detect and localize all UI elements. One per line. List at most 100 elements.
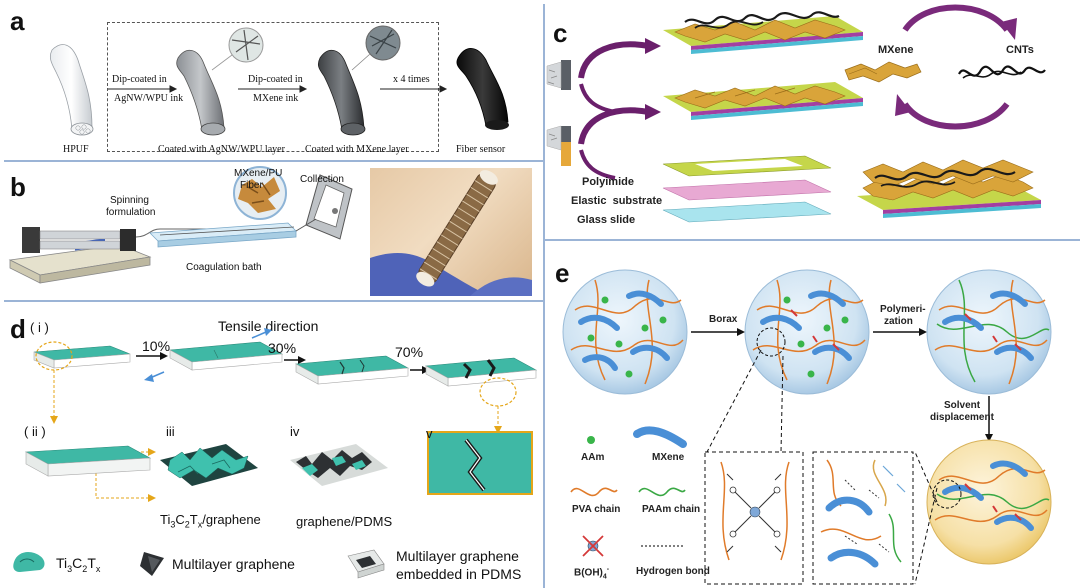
label-borax: Borax [709, 314, 738, 325]
panel-a-step3: x 4 times [393, 74, 430, 85]
spray-nozzle-icon-2 [546, 125, 571, 166]
mxene-flake-icon [844, 61, 922, 83]
flakes-graphene-pdms [290, 444, 388, 486]
caption-mxene: Coated with MXene layer [305, 144, 409, 155]
ti3c2tx-legend-icon [13, 552, 45, 572]
magnified-fiber-icon [233, 166, 287, 220]
panel-d-legend-icons [13, 549, 385, 579]
zoom-box-borate [704, 451, 804, 585]
separator-vertical [543, 4, 545, 588]
panel-b-spinning-setup [8, 166, 353, 284]
legend-mxene-icon [633, 426, 687, 448]
legend-boh4-label: B(OH)4- [574, 566, 610, 581]
label-cnts: CNTs [1006, 44, 1034, 56]
legend-ti3c2tx-label: Ti3C2Tx [56, 555, 101, 574]
zoom-box-hbond [812, 451, 914, 585]
legend-pva-icon [570, 487, 618, 497]
panel-c-spray-diagram [546, 4, 1046, 223]
hydrogel-sphere-2 [744, 269, 870, 395]
fiber-roll-photo [370, 168, 532, 296]
caption-ti3c2tx-graphene: Ti3C2Tx/graphene [160, 512, 261, 530]
panel-e-hydrogel-diagram [562, 269, 1052, 585]
label-solvent-1: Solvent [944, 400, 981, 411]
hydrogel-sphere-4 [926, 439, 1052, 565]
flakes-ti3c2tx-graphene [160, 444, 258, 486]
fiber-agnw-coated [176, 27, 264, 136]
label-spinning-formulation-1: Spinning [110, 195, 149, 206]
embedded-graphene-legend-icon [347, 549, 385, 579]
panel-a-step2-line1: Dip-coated in [248, 74, 303, 85]
label-mxene-c: MXene [878, 44, 914, 56]
label-polyimide: Polyimide [582, 176, 634, 188]
layer-stack-top [663, 11, 863, 54]
film-ii [24, 445, 152, 477]
film-unstrained [33, 345, 131, 369]
label-collection: Collection [300, 174, 344, 185]
label-strain-10: 10% [142, 338, 171, 354]
label-solvent-2: displacement [930, 412, 994, 423]
hydrogel-sphere-3 [926, 269, 1052, 395]
caption-graphene-pdms: graphene/PDMS [296, 514, 393, 529]
cnt-icon [958, 65, 1046, 79]
legend-hbond-label: Hydrogen bond [636, 566, 710, 577]
hydrogel-sphere-1 [562, 269, 688, 395]
label-strain-70: 70% [395, 344, 424, 360]
panel-d-letter: d [10, 314, 26, 344]
caption-agnw: Coated with AgNW/WPU layer [158, 144, 285, 155]
legend-boh4-icon [582, 535, 604, 557]
panel-e-letter: e [555, 258, 570, 288]
spray-nozzle-icon-1 [546, 60, 571, 90]
layer-stack-bottom [662, 155, 832, 223]
panel-b-letter: b [10, 172, 26, 202]
panel-a-step1-line1: Dip-coated in [112, 74, 167, 85]
legend-pva-label: PVA chain [572, 504, 621, 515]
panel-a-dashed-box [107, 22, 439, 152]
panel-a-fibers [49, 25, 509, 136]
label-spinning-formulation-2: formulation [106, 207, 156, 218]
label-elastic-substrate: Elastic substrate [571, 195, 663, 207]
label-coagulation-bath: Coagulation bath [186, 262, 262, 273]
label-polymerization-2: zation [884, 316, 913, 327]
collection-frame-icon [295, 174, 353, 240]
label-tensile-direction: Tensile direction [218, 318, 319, 334]
separator-b-d [4, 300, 543, 302]
fiber-hpuf [49, 44, 94, 136]
film-70pct [424, 357, 538, 387]
legend-mxene-label: MXene [652, 452, 685, 463]
caption-hpuf: HPUF [63, 144, 89, 155]
legend-aam-label: AAm [581, 452, 605, 463]
panel-c-letter: c [553, 18, 568, 48]
separator-c-e [545, 239, 1080, 241]
legend-multilayer-graphene-label: Multilayer graphene [172, 556, 295, 572]
panel-a-letter: a [10, 6, 25, 36]
label-sub-iv: iv [290, 424, 300, 439]
label-glass-slide: Glass slide [577, 214, 636, 226]
legend-aam-icon [587, 436, 595, 444]
fiber-mxene-coated [317, 25, 401, 136]
layer-stack-middle [663, 82, 863, 120]
panel-a-step2-line2: MXene ink [253, 93, 299, 104]
layer-stack-result [857, 159, 1041, 218]
label-strain-30: 30% [268, 340, 297, 356]
label-sub-iii: iii [166, 424, 175, 439]
multilayer-graphene-legend-icon [140, 552, 164, 576]
film-10pct [168, 341, 284, 371]
caption-fiber-sensor: Fiber sensor [456, 144, 506, 155]
panel-d-strain-diagram [24, 328, 538, 502]
film-30pct [294, 355, 410, 385]
legend-paam-icon [638, 487, 686, 497]
label-mxene-pu-fiber-1: MXene/PU [234, 168, 283, 179]
label-sub-i: ( i ) [30, 320, 49, 335]
coagulation-bath-icon [149, 222, 297, 248]
fiber-sensor [456, 48, 509, 130]
legend-embedded-label-1: Multilayer graphene [396, 548, 519, 564]
separator-a-b [4, 160, 543, 162]
syringe-pump-icon [8, 227, 152, 284]
label-polymerization-1: Polymeri- [880, 304, 926, 315]
label-sub-ii: ( ii ) [24, 424, 46, 439]
legend-paam-label: PAAm chain [642, 504, 701, 515]
panel-a-arrows [108, 85, 448, 93]
label-mxene-pu-fiber-2: Fiber [240, 180, 263, 191]
legend-embedded-label-2: embedded in PDMS [396, 566, 522, 582]
panel-a-step1-line2: AgNW/WPU ink [114, 93, 184, 104]
